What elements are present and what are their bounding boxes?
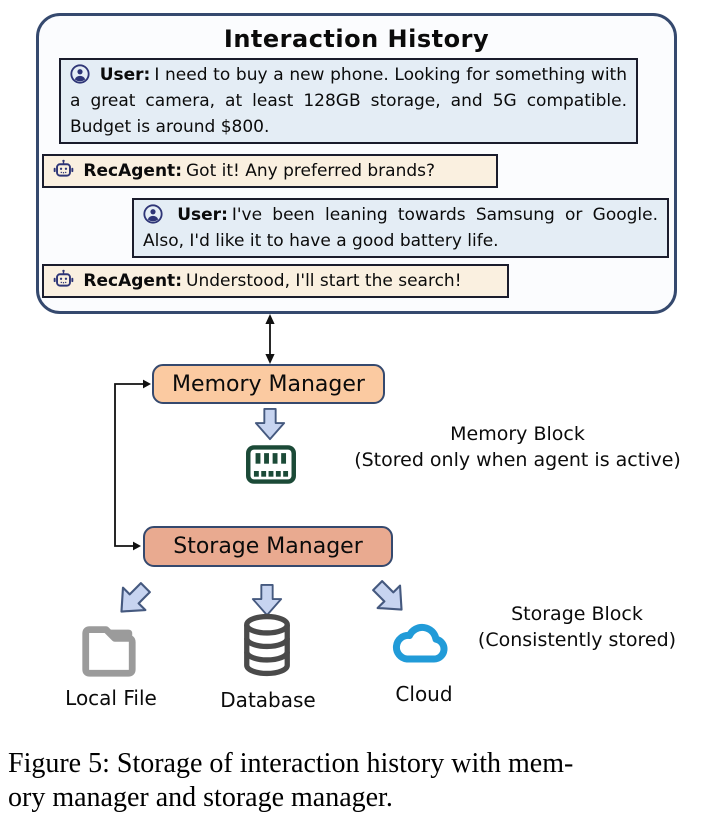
storage-manager-label: Storage Manager bbox=[173, 534, 363, 559]
cloud-icon bbox=[388, 614, 454, 674]
cloud-label: Cloud bbox=[395, 682, 453, 706]
message-user-2: User:I've been leaning towards Samsung o… bbox=[132, 198, 669, 258]
memory-block-note: (Stored only when agent is active) bbox=[354, 449, 681, 471]
memory-ram-icon bbox=[245, 443, 297, 490]
database-icon bbox=[240, 613, 294, 681]
memory-manager-node: Memory Manager bbox=[152, 364, 385, 404]
speaker-label: User: bbox=[99, 65, 151, 85]
local-file-label: Local File bbox=[65, 686, 157, 710]
figure-caption: Figure 5: Storage of interaction history… bbox=[8, 747, 708, 815]
speaker-label: RecAgent: bbox=[83, 271, 182, 291]
speaker-label: User: bbox=[177, 205, 228, 225]
caption-line-1: Figure 5: Storage of interaction history… bbox=[8, 748, 574, 779]
memory-block-title: Memory Block bbox=[450, 423, 585, 445]
storage-block-annotation: Storage Block (Consistently stored) bbox=[462, 601, 692, 653]
robot-icon bbox=[53, 269, 79, 291]
storage-manager-node: Storage Manager bbox=[143, 526, 393, 567]
message-text: I've been leaning towards Samsung or Goo… bbox=[143, 205, 658, 251]
memory-block-annotation: Memory Block (Stored only when agent is … bbox=[345, 421, 690, 473]
robot-icon bbox=[53, 159, 79, 181]
message-text: Understood, I'll start the search! bbox=[186, 271, 462, 291]
panel-title: Interaction History bbox=[223, 25, 490, 53]
message-recagent-1: RecAgent:Got it! Any preferred brands? bbox=[42, 154, 498, 188]
block-arrow-down-right-icon bbox=[363, 571, 420, 628]
message-user-1: User:I need to buy a new phone. Looking … bbox=[59, 58, 638, 144]
user-icon bbox=[143, 204, 173, 225]
message-recagent-2: RecAgent:Understood, I'll start the sear… bbox=[42, 264, 509, 298]
folder-icon bbox=[77, 620, 139, 682]
storage-block-note: (Consistently stored) bbox=[477, 629, 677, 651]
user-icon bbox=[70, 64, 96, 85]
block-arrow-down-icon bbox=[253, 407, 287, 445]
caption-line-2: ory manager and storage manager. bbox=[8, 782, 393, 813]
block-arrow-down-left-icon bbox=[104, 573, 161, 630]
storage-block-title: Storage Block bbox=[511, 603, 643, 625]
interaction-history-panel: Interaction History User:I need to buy a… bbox=[36, 13, 677, 314]
database-label: Database bbox=[220, 688, 316, 712]
block-arrow-down-icon bbox=[250, 581, 284, 623]
message-text: I need to buy a new phone. Looking for s… bbox=[70, 65, 627, 137]
speaker-label: RecAgent: bbox=[83, 161, 182, 181]
message-text: Got it! Any preferred brands? bbox=[186, 161, 436, 181]
memory-manager-label: Memory Manager bbox=[172, 371, 365, 397]
